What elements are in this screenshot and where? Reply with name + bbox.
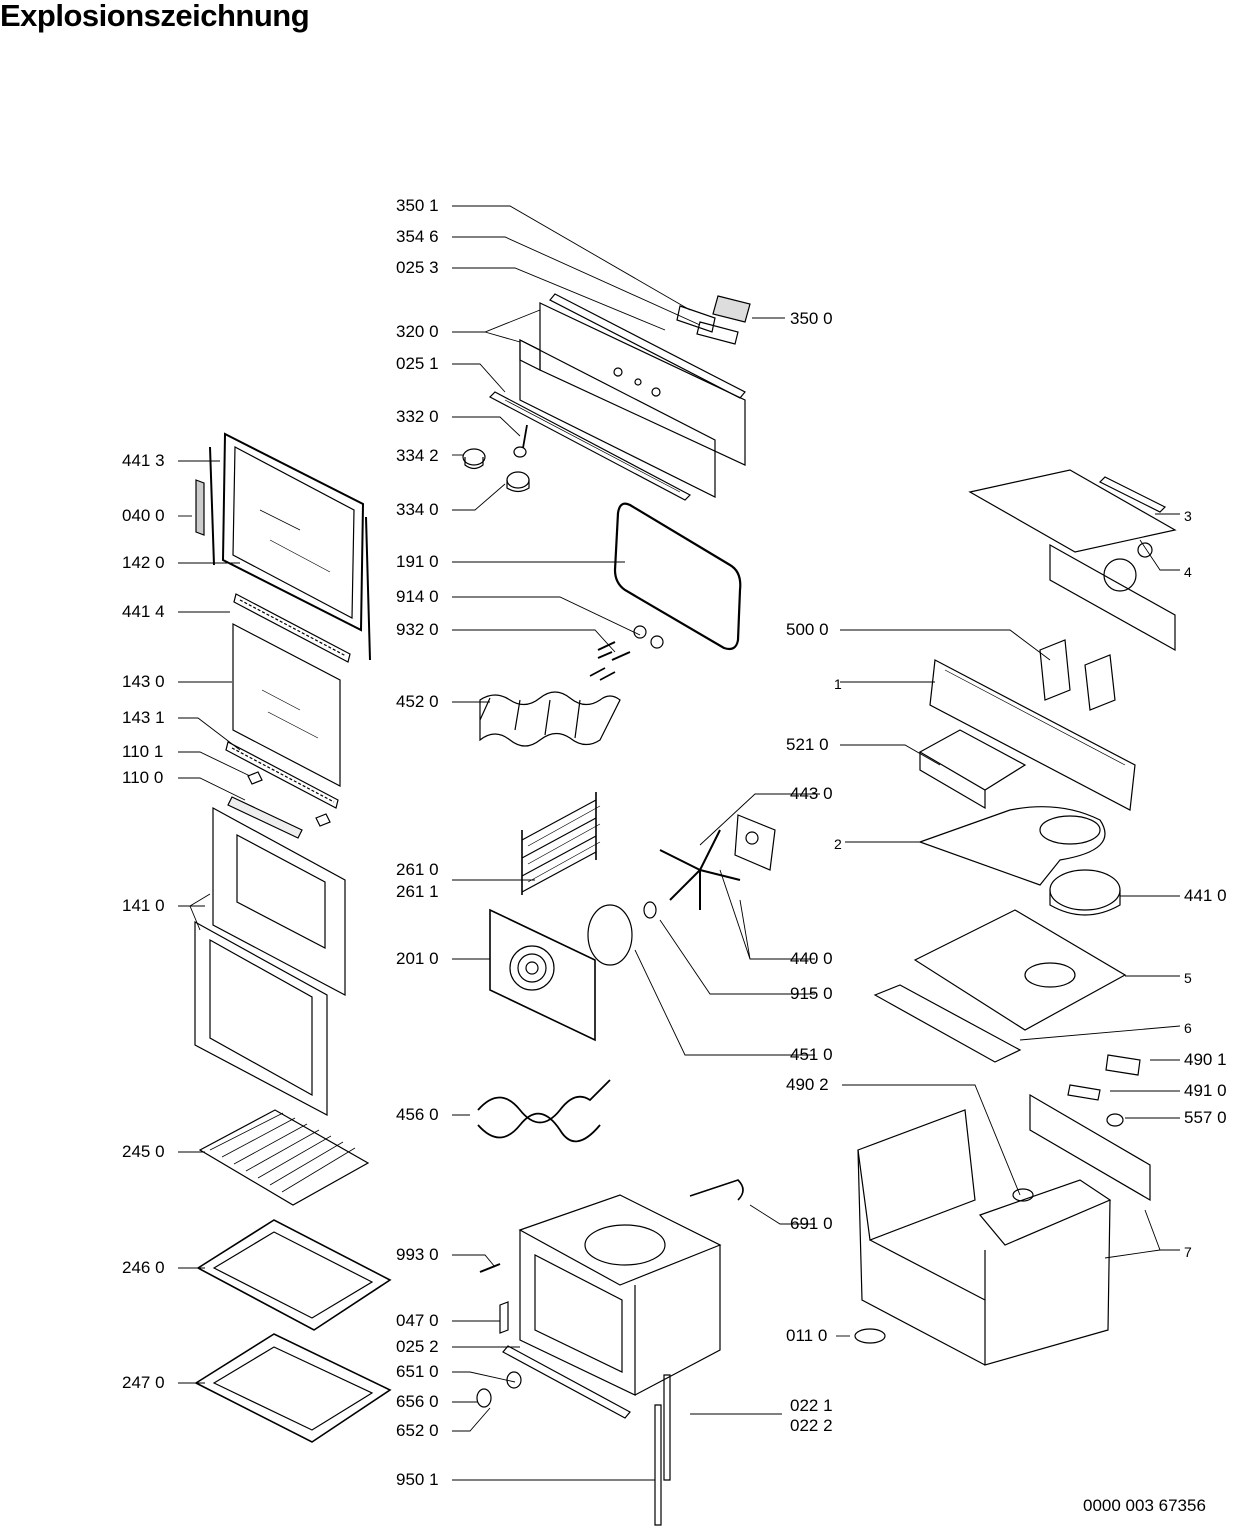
callout-441-0: 441 0 <box>1184 886 1227 905</box>
callout-047-0: 047 0 <box>396 1311 439 1330</box>
callout-441-3: 441 3 <box>122 451 165 470</box>
callout-3: 3 <box>1184 508 1192 524</box>
callout-022-2: 022 2 <box>790 1416 833 1435</box>
callout-025-2: 025 2 <box>396 1337 439 1356</box>
callout-261-0: 261 0 <box>396 860 439 879</box>
door-group <box>195 434 390 1442</box>
callout-110-1: 110 1 <box>122 742 164 761</box>
callout-993-0: 993 0 <box>396 1245 439 1264</box>
callout-500-0: 500 0 <box>786 620 829 639</box>
callout-025-1: 025 1 <box>396 354 439 373</box>
callout-5: 5 <box>1184 970 1192 986</box>
callout-7: 7 <box>1184 1244 1192 1260</box>
callout-1: 1 <box>834 676 842 692</box>
callout-440-0: 440 0 <box>790 949 833 968</box>
control-panel-group <box>463 294 750 746</box>
callout-143-1: 143 1 <box>122 708 165 727</box>
callout-334-2: 334 2 <box>396 446 439 465</box>
callout-950-1: 950 1 <box>396 1470 439 1489</box>
callout-914-0: 914 0 <box>396 587 439 606</box>
fan-assembly-group <box>478 792 775 1272</box>
callout-491-0: 491 0 <box>1184 1081 1227 1100</box>
callout-245-0: 245 0 <box>122 1142 165 1161</box>
callout-557-0: 557 0 <box>1184 1108 1227 1127</box>
callout-110-0: 110 0 <box>122 768 164 787</box>
callout-451-0: 451 0 <box>790 1045 833 1064</box>
callout-6: 6 <box>1184 1020 1192 1036</box>
callout-143-0: 143 0 <box>122 672 165 691</box>
callout-656-0: 656 0 <box>396 1392 439 1411</box>
callout-320-0: 320 0 <box>396 322 439 341</box>
callout-350-0: 350 0 <box>790 309 833 328</box>
callout-452-0: 452 0 <box>396 692 439 711</box>
callout-332-0: 332 0 <box>396 407 439 426</box>
document-number: 0000 003 67356 <box>1083 1496 1206 1515</box>
callout-932-0: 932 0 <box>396 620 439 639</box>
callout-2: 2 <box>834 836 842 852</box>
callout-246-0: 246 0 <box>122 1258 165 1277</box>
page-title: Explosionszeichnung <box>0 0 310 33</box>
callout-350-1: 350 1 <box>396 196 439 215</box>
callout-443-0: 443 0 <box>790 784 833 803</box>
oven-cavity-group <box>477 1195 720 1525</box>
callout-040-0: 040 0 <box>122 506 165 525</box>
callout-191-0: 191 0 <box>396 552 439 571</box>
callout-142-0: 142 0 <box>122 553 165 572</box>
callout-247-0: 247 0 <box>122 1373 165 1392</box>
callout-441-4: 441 4 <box>122 602 165 621</box>
callout-4: 4 <box>1184 564 1192 580</box>
callout-652-0: 652 0 <box>396 1421 439 1440</box>
callout-490-2: 490 2 <box>786 1075 829 1094</box>
callout-354-6: 354 6 <box>396 227 439 246</box>
callout-201-0: 201 0 <box>396 949 439 968</box>
callout-261-1: 261 1 <box>396 882 439 901</box>
leader-lines <box>178 206 1180 1480</box>
callout-334-0: 334 0 <box>396 500 439 519</box>
callout-691-0: 691 0 <box>790 1214 833 1233</box>
callout-490-1: 490 1 <box>1184 1050 1227 1069</box>
callout-915-0: 915 0 <box>790 984 833 1003</box>
callout-022-1: 022 1 <box>790 1396 833 1415</box>
callout-651-0: 651 0 <box>396 1362 439 1381</box>
housing-group <box>855 470 1175 1365</box>
callout-456-0: 456 0 <box>396 1105 439 1124</box>
callout-521-0: 521 0 <box>786 735 829 754</box>
callout-141-0: 141 0 <box>122 896 165 915</box>
callout-011-0: 011 0 <box>786 1326 828 1345</box>
callout-025-3: 025 3 <box>396 258 439 277</box>
